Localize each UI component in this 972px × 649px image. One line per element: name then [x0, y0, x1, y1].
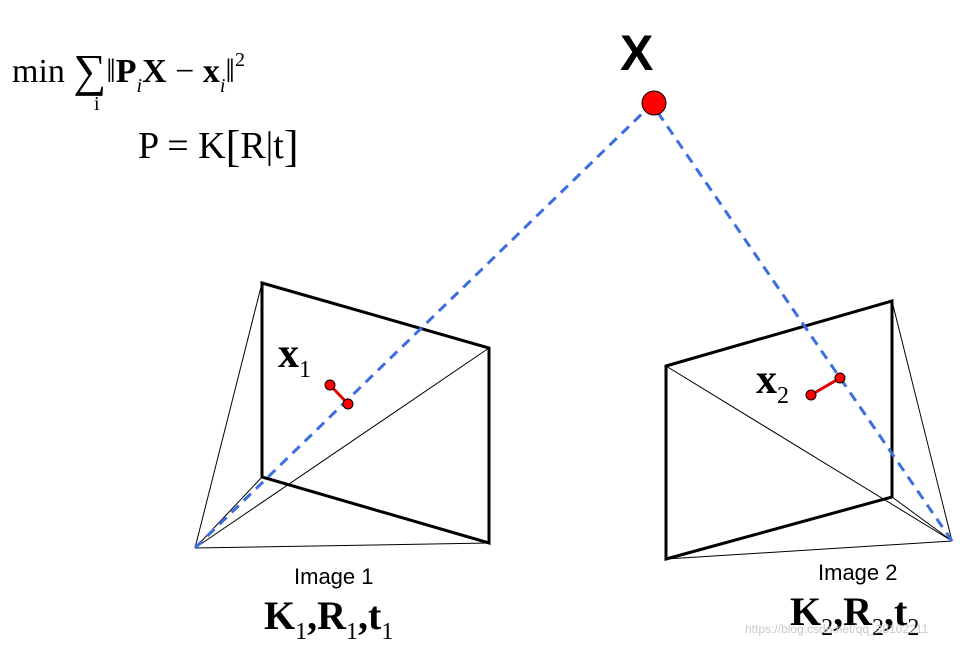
proj-R: R [240, 125, 266, 167]
camera2-edge-bl [665, 540, 953, 560]
camera1-frustum [194, 282, 490, 549]
image1-point-symbol: x [278, 331, 299, 377]
objective-equation: min ∑‖PiX − xi‖2 [12, 40, 245, 97]
projection-equation: P = K[R|t] [138, 118, 299, 171]
norm-close: ‖ [225, 53, 235, 90]
camera2-K-sub: 2 [821, 615, 834, 641]
image1-point-label: x1 [278, 330, 311, 383]
projection-matrix-subscript: i [136, 75, 143, 97]
world-point-symbol: X [142, 53, 167, 90]
camera2-K: K [790, 589, 822, 634]
proj-bar: | [265, 125, 274, 167]
image1-label: Image 1 [294, 564, 374, 589]
image1-point-subscript: 1 [299, 357, 311, 383]
camera2-edge-br [891, 496, 953, 542]
camera1-comma-1: , [307, 593, 318, 638]
image-point-subscript: i [219, 75, 226, 97]
sum-symbol: ∑ [73, 45, 107, 96]
proj-right-bracket: ] [283, 122, 299, 171]
projected-point-1 [342, 398, 354, 410]
image2-plane [664, 299, 894, 561]
ray-camera2 [650, 103, 954, 542]
camera1-params: K1,R1,t1 [264, 592, 393, 645]
camera1-K: K [264, 593, 296, 638]
camera2-comma-1: , [833, 589, 844, 634]
image2-point-symbol: x [756, 357, 777, 403]
projected-point-2 [834, 372, 846, 384]
min-operator: min [12, 53, 65, 90]
image2-label: Image 2 [818, 560, 898, 585]
camera1-edge-tr [194, 347, 490, 549]
reprojection-error-2 [810, 376, 841, 397]
proj-K: K [198, 125, 226, 167]
camera2-t-sub: 2 [907, 615, 920, 641]
squared-exponent: 2 [234, 49, 245, 71]
ray-camera1 [193, 102, 654, 550]
image2-point-subscript: 2 [777, 383, 789, 409]
camera2-t: t [894, 589, 908, 634]
camera2-edge-tr [891, 300, 953, 542]
camera1-edge-bl [194, 476, 263, 549]
norm-open: ‖ [106, 53, 116, 90]
camera1-edge-tl [194, 282, 263, 549]
observed-point-2 [805, 389, 817, 401]
image2-point-label: x2 [756, 356, 789, 409]
world-point-label: X [620, 25, 654, 81]
camera1-edge-br [194, 542, 490, 549]
camera2-params: K2,R2,t2 [790, 588, 919, 641]
camera1-K-sub: 1 [295, 619, 308, 645]
camera2-frustum [665, 300, 953, 560]
image1-plane [260, 281, 491, 545]
camera1-t: t [368, 593, 382, 638]
camera2-R-sub: 2 [872, 615, 885, 641]
camera1-t-sub: 1 [381, 619, 394, 645]
proj-left-bracket: [ [225, 122, 241, 171]
world-point [641, 90, 667, 116]
camera1-comma-2: , [358, 593, 369, 638]
camera2-comma-2: , [884, 589, 895, 634]
observed-point-1 [324, 379, 336, 391]
minus-sign: − [166, 53, 203, 90]
proj-t: t [273, 125, 284, 167]
camera2-edge-tl [665, 365, 953, 542]
camera2-R: R [843, 589, 873, 634]
camera1-R: R [317, 593, 347, 638]
watermark: https://blog.csdn.net/qq_38102211 [745, 622, 929, 636]
proj-P: P [138, 125, 158, 167]
proj-equals: = [157, 125, 199, 167]
sum-index: i [94, 93, 100, 115]
camera1-R-sub: 1 [346, 619, 359, 645]
projection-matrix-symbol: P [115, 53, 137, 90]
image-point-symbol: x [202, 53, 220, 90]
